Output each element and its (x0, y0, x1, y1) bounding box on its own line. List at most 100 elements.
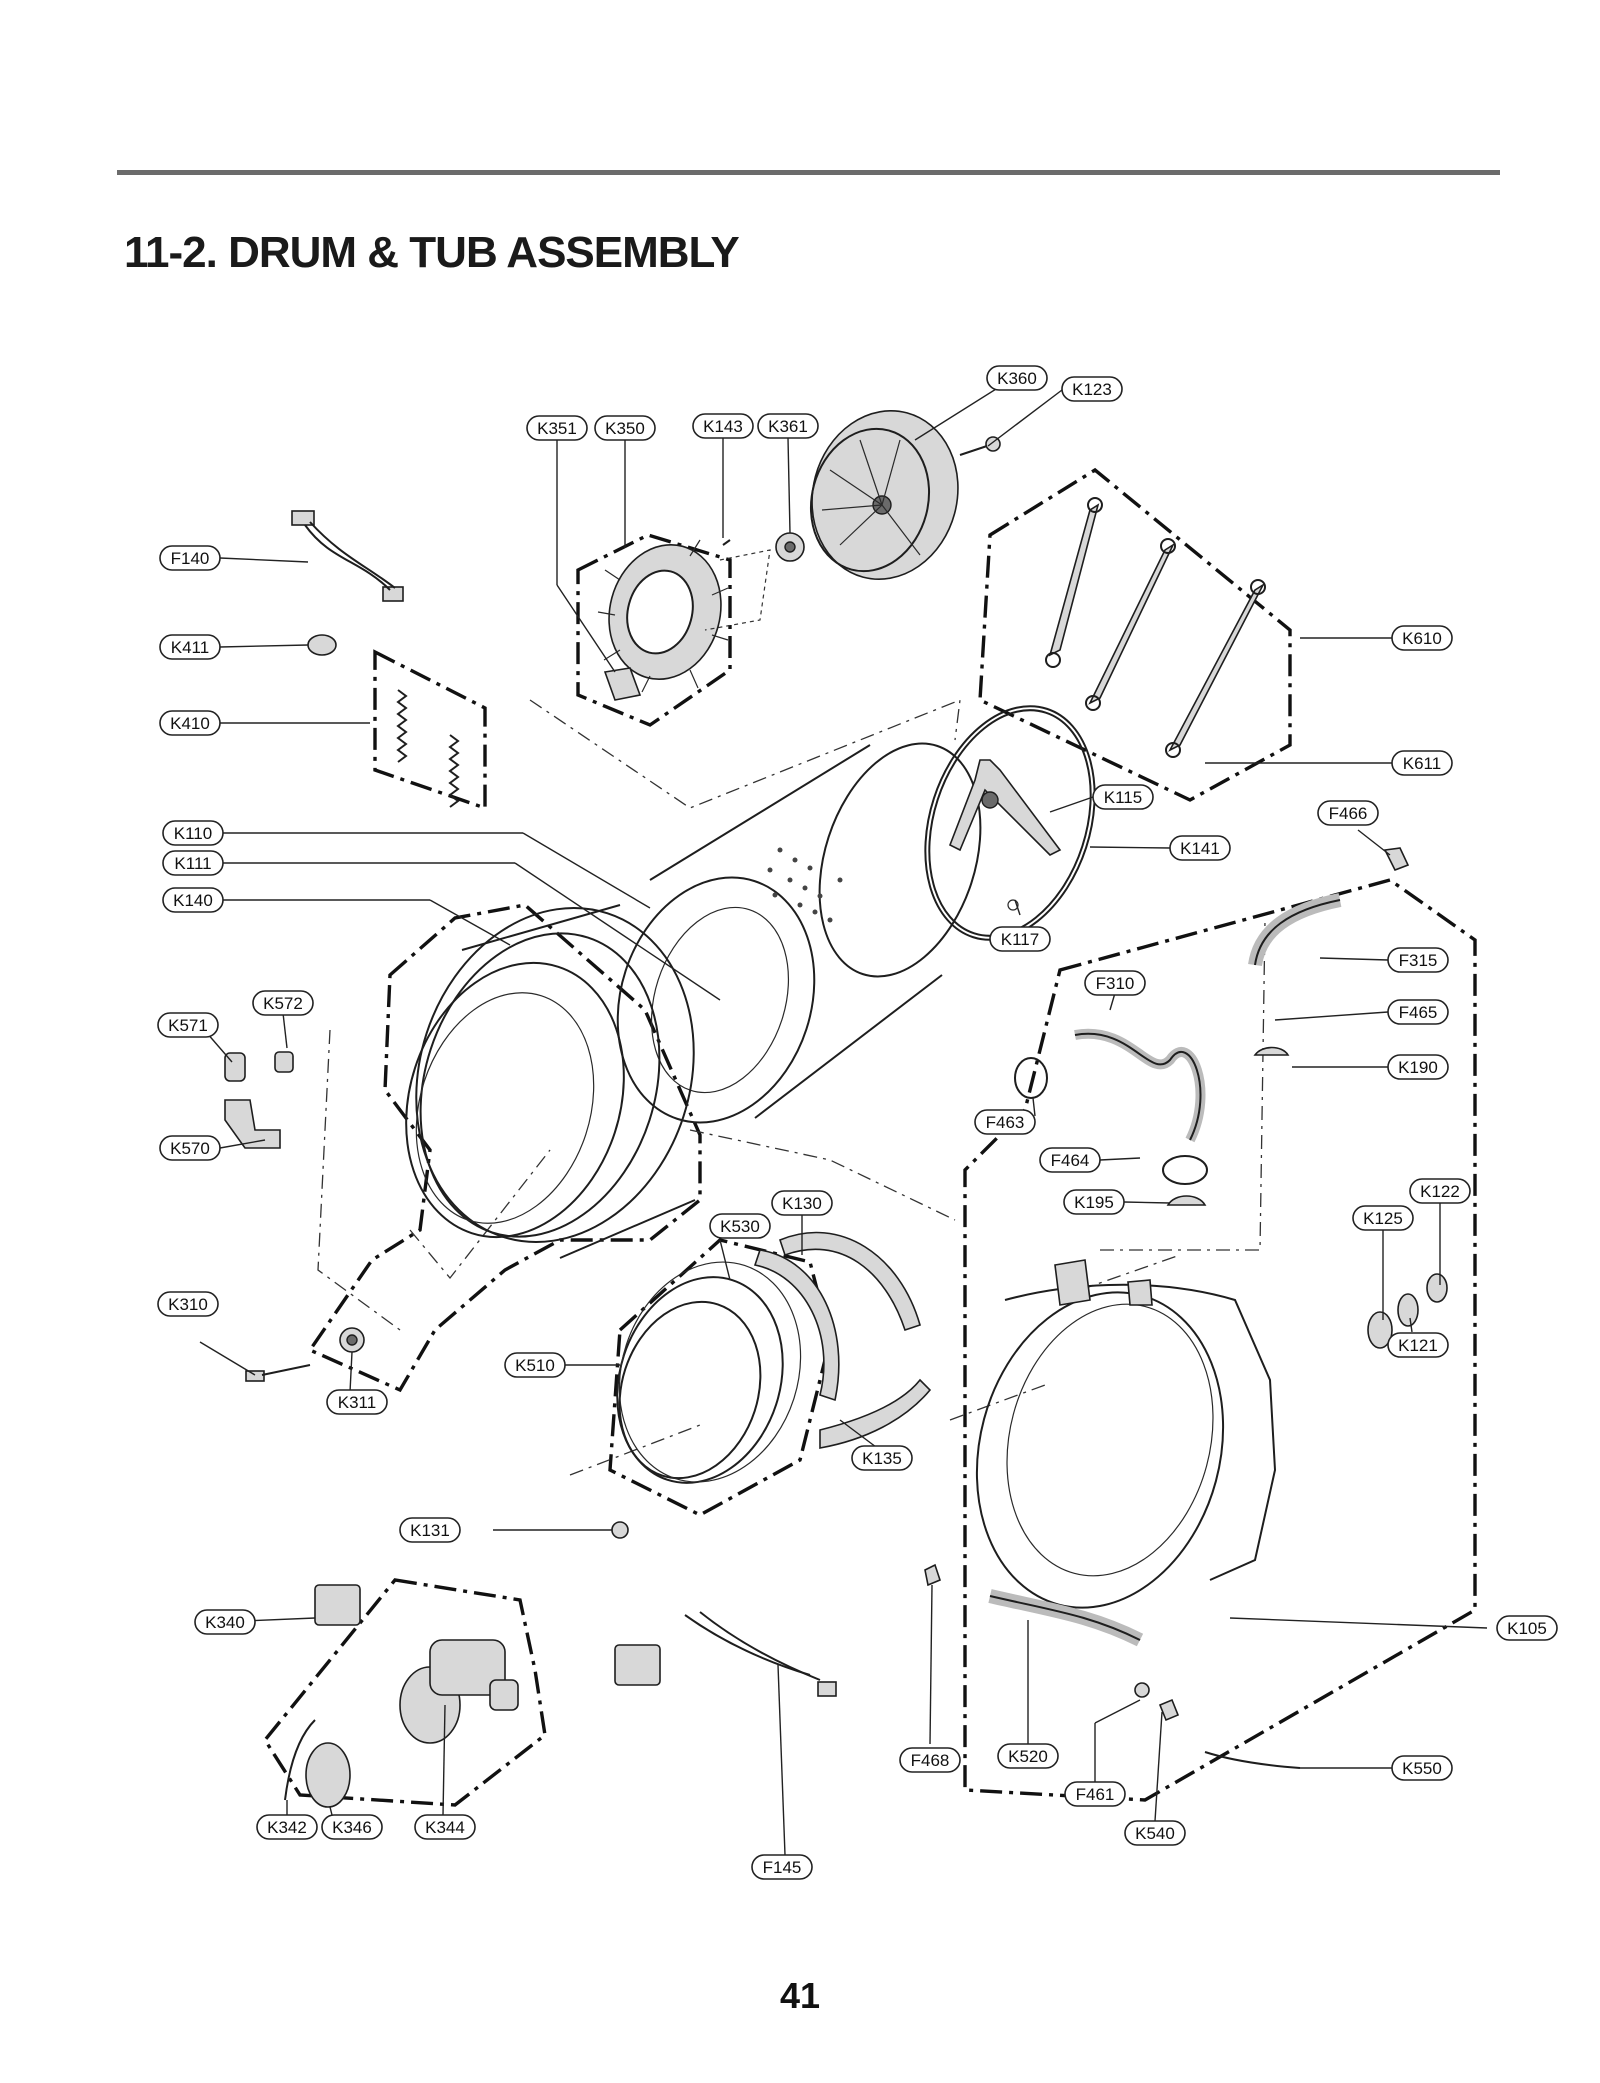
spider-part (948, 759, 1062, 856)
damper-part (1045, 497, 1266, 758)
page-number: 41 (779, 1975, 821, 2016)
clamp-part (307, 634, 337, 656)
door-seal-part (616, 1261, 802, 1484)
svg-text:K510: K510 (515, 1356, 555, 1375)
callout-K610: K610 (1391, 625, 1453, 651)
callout-K410: K410 (159, 710, 221, 736)
svg-text:F468: F468 (911, 1751, 950, 1770)
sensor-part (245, 1327, 365, 1382)
svg-text:F464: F464 (1051, 1151, 1090, 1170)
screw-part (722, 539, 731, 546)
svg-text:K361: K361 (768, 417, 808, 436)
screw-part (1007, 899, 1019, 911)
callout-F463: F463 (974, 1109, 1036, 1135)
callout-K111: K111 (162, 850, 224, 876)
callout-K351: K351 (526, 415, 588, 441)
svg-text:K344: K344 (425, 1818, 465, 1837)
stator-hidden-line (704, 549, 771, 631)
harness-part (291, 510, 404, 602)
callout-K340: K340 (194, 1609, 256, 1635)
header-rule (117, 170, 1500, 175)
callout-F468: F468 (899, 1747, 961, 1773)
svg-text:K135: K135 (862, 1449, 902, 1468)
svg-text:F465: F465 (1399, 1003, 1438, 1022)
svg-text:K540: K540 (1135, 1824, 1175, 1843)
callout-F464: F464 (1039, 1147, 1101, 1173)
hose-fitting-part (224, 1051, 294, 1149)
svg-text:K610: K610 (1402, 629, 1442, 648)
damper-group-outline (978, 467, 1292, 802)
svg-text:K121: K121 (1398, 1336, 1438, 1355)
connector-line-4 (689, 1129, 956, 1221)
bearing-part (1367, 1273, 1448, 1349)
callout-F461: F461 (1064, 1781, 1126, 1807)
connector-line-6 (1079, 1254, 1181, 1291)
callout-K611: K611 (1391, 750, 1453, 776)
stator-part (597, 539, 729, 701)
callout-K530: K530 (709, 1213, 771, 1239)
callout-K130: K130 (771, 1190, 833, 1216)
svg-text:K351: K351 (537, 419, 577, 438)
connector-line-7 (569, 1424, 701, 1476)
callout-F310: F310 (1084, 970, 1146, 996)
svg-text:K520: K520 (1008, 1747, 1048, 1766)
callout-K122: K122 (1409, 1178, 1471, 1204)
connector-line-3 (409, 1149, 551, 1280)
harness-part (684, 1611, 837, 1697)
small-parts (924, 847, 1410, 1769)
callout-K143: K143 (692, 413, 754, 439)
hose-part (988, 893, 1342, 1647)
svg-text:K342: K342 (267, 1818, 307, 1837)
svg-text:K130: K130 (782, 1194, 822, 1213)
callout-F315: F315 (1387, 947, 1449, 973)
rotor-part (809, 410, 959, 580)
svg-text:K122: K122 (1420, 1182, 1460, 1201)
callout-K195: K195 (1063, 1189, 1125, 1215)
connector-line-8 (949, 1384, 1046, 1421)
callout-K411: K411 (159, 634, 221, 660)
svg-text:F140: F140 (171, 549, 210, 568)
callout-K361: K361 (757, 413, 819, 439)
callout-K520: K520 (997, 1743, 1059, 1769)
svg-text:K117: K117 (1001, 930, 1039, 949)
svg-text:K550: K550 (1402, 1759, 1442, 1778)
svg-text:K311: K311 (338, 1393, 376, 1412)
svg-text:K346: K346 (332, 1818, 372, 1837)
svg-text:K111: K111 (174, 854, 211, 873)
bolt-part (611, 1521, 629, 1539)
svg-text:K110: K110 (174, 824, 212, 843)
svg-text:K570: K570 (170, 1139, 210, 1158)
svg-text:K572: K572 (263, 994, 303, 1013)
connector-line-1 (529, 698, 961, 809)
leader-lines (199, 378, 1488, 1856)
callout-K121: K121 (1387, 1332, 1449, 1358)
svg-text:F145: F145 (763, 1858, 802, 1877)
svg-text:K123: K123 (1072, 380, 1112, 399)
tub-rear-group-outline (963, 878, 1477, 1802)
svg-text:K310: K310 (168, 1295, 208, 1314)
callout-K360: K360 (986, 365, 1048, 391)
callout-K550: K550 (1391, 1755, 1453, 1781)
svg-text:K410: K410 (170, 714, 210, 733)
gasket-ring-part (924, 705, 1096, 941)
svg-text:K105: K105 (1507, 1619, 1547, 1638)
tub-front-part (405, 904, 696, 1259)
callout-K346: K346 (321, 1814, 383, 1840)
callout-K125: K125 (1352, 1205, 1414, 1231)
callout-K510: K510 (504, 1352, 566, 1378)
svg-text:K350: K350 (605, 419, 645, 438)
callout-K131: K131 (399, 1517, 461, 1543)
stator-group-outline (576, 533, 732, 727)
svg-text:K360: K360 (997, 369, 1037, 388)
svg-text:K131: K131 (410, 1521, 450, 1540)
svg-text:K141: K141 (1180, 839, 1220, 858)
callout-K140: K140 (162, 887, 224, 913)
tub-rear-part (975, 1259, 1277, 1609)
callout-K310: K310 (157, 1291, 219, 1317)
svg-text:K530: K530 (720, 1217, 760, 1236)
svg-text:K115: K115 (1104, 788, 1142, 807)
drain-pump-group-outline (262, 1578, 547, 1807)
callout-K117: K117 (989, 926, 1051, 952)
bolt-part (959, 436, 1001, 456)
